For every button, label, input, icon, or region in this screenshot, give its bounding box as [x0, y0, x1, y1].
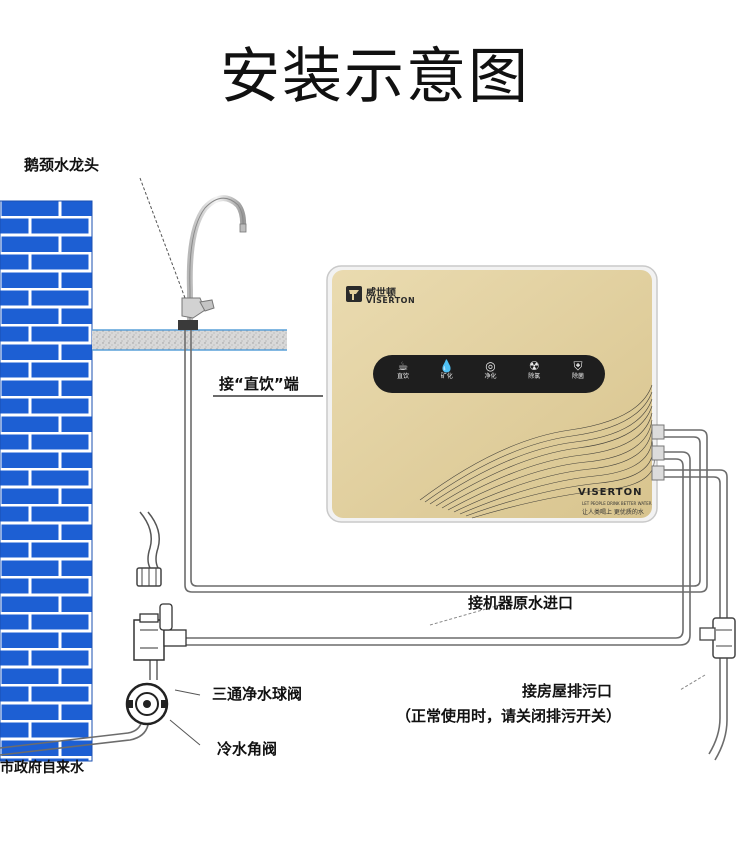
water-purifier-device — [326, 265, 665, 523]
gooseneck-faucet-icon — [178, 195, 247, 330]
device-button-row: ☕ 直饮 💧 矿化 ◎ 净化 ☢ 除氯 ⛨ 除菌 — [388, 359, 593, 389]
diagram-title: 安装示意图 — [220, 42, 530, 112]
label-faucet: 鹅颈水龙头 — [24, 156, 100, 174]
slogan-en: LET PEOPLE DRINK BETTER WATER — [582, 501, 652, 506]
brand-name-bottom: VISERTON — [578, 487, 643, 498]
drop-icon: 💧 — [439, 359, 455, 373]
angle-valve-icon — [125, 682, 169, 726]
device-button-sterilize[interactable]: ⛨ 除菌 — [563, 359, 593, 389]
device-button-label: 矿化 — [440, 373, 453, 380]
shield-icon: ⛨ — [573, 359, 583, 373]
device-button-label: 净化 — [484, 373, 497, 380]
device-button-label: 除菌 — [571, 373, 584, 380]
label-cold-water-valve: 冷水角阀 — [217, 740, 278, 758]
pipes — [0, 330, 728, 761]
label-drain: 接房屋排污口 — [522, 682, 613, 700]
device-button-label: 除氯 — [528, 373, 541, 380]
swirl-icon: ◎ — [485, 359, 496, 373]
label-municipal-water: 市政府自来水 — [0, 760, 84, 776]
countertop — [92, 329, 287, 351]
device-button-mineral[interactable]: 💧 矿化 — [432, 359, 462, 389]
brand-name-cn: 威世顿 — [366, 288, 396, 299]
brand-name-en: VISERTON — [366, 296, 416, 305]
device-button-purify[interactable]: ◎ 净化 — [476, 359, 506, 389]
device-button-direct[interactable]: ☕ 直饮 — [388, 359, 418, 389]
brick-wall — [0, 200, 93, 762]
slogan-cn: 让人类喝上 更优质的水 — [582, 509, 644, 516]
label-raw-water-inlet: 接机器原水进口 — [468, 594, 574, 612]
label-drain-note: （正常使用时，请关闭排污开关） — [396, 707, 622, 725]
device-button-dechlorine[interactable]: ☢ 除氯 — [519, 359, 549, 389]
control-button-bar — [373, 355, 605, 393]
label-underline — [213, 395, 323, 397]
device-button-label: 直饮 — [396, 373, 409, 380]
drain-valve-icon — [699, 617, 736, 659]
three-way-valve-icon — [133, 603, 187, 661]
radiation-icon: ☢ — [528, 359, 540, 373]
cup-icon: ☕ — [397, 359, 409, 373]
label-three-way-valve: 三通净水球阀 — [212, 685, 303, 703]
label-direct-drink: 接“直饮”端 — [219, 375, 299, 393]
